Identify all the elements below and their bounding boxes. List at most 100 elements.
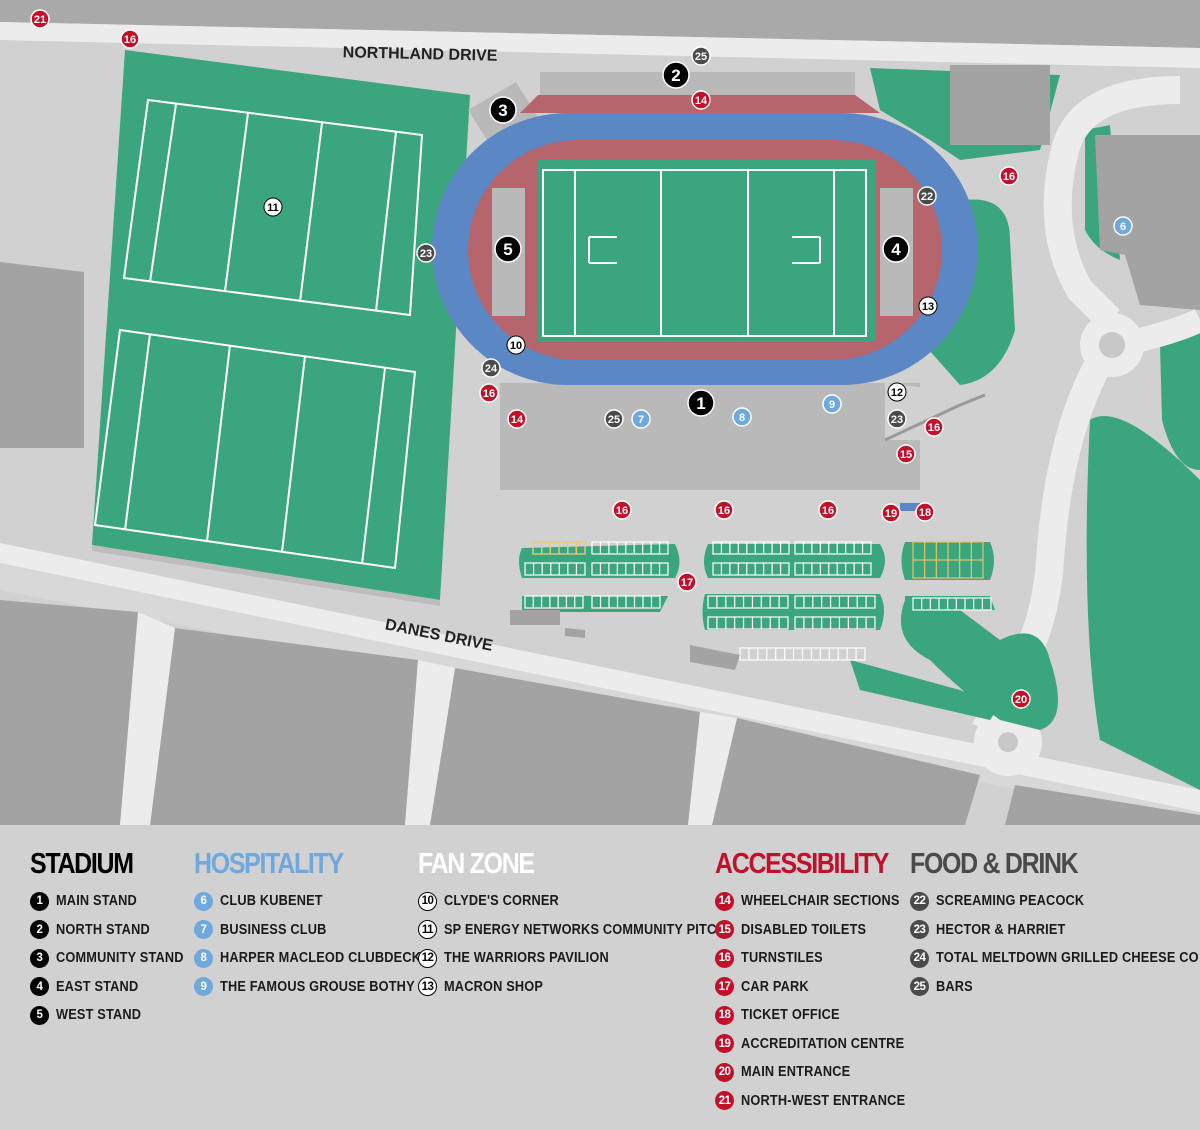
community-pitch-grass[interactable]	[92, 50, 470, 600]
legend-item-label: CLYDE'S CORNER	[444, 893, 559, 910]
wheelchair-section-north-marker[interactable]: 14	[691, 90, 711, 110]
business-club-marker[interactable]: 7	[631, 409, 651, 429]
warriors-pavilion-marker-circle	[887, 382, 907, 402]
accreditation-centre-marker[interactable]: 19	[881, 503, 901, 523]
east-stand-marker[interactable]: 4	[882, 235, 910, 263]
north-stand-marker-circle	[662, 61, 690, 89]
harper-macleod-clubdeck-marker-circle	[732, 407, 752, 427]
turnstile-marker[interactable]: 16	[999, 166, 1019, 186]
community-pitch-lower-lines	[93, 328, 417, 570]
community-pitch-marker-number: 11	[267, 202, 279, 214]
legend-item-label: CAR PARK	[741, 978, 809, 995]
hector-harriet-marker[interactable]: 23	[416, 243, 436, 263]
legend-number-badge: 15	[715, 920, 734, 940]
car-park-marker[interactable]: 17	[677, 572, 697, 592]
legend-number-badge: 25	[910, 977, 929, 997]
hector-harriet-marker[interactable]: 23	[887, 409, 907, 429]
community-pitch-marker[interactable]: 11	[263, 197, 283, 217]
macron-shop-marker-number: 13	[922, 301, 934, 313]
north-east-building	[950, 65, 1050, 145]
community-pitch-upper-lines	[122, 98, 424, 317]
turnstile-marker[interactable]: 16	[479, 383, 499, 403]
turnstile-marker-circle	[818, 500, 838, 520]
turnstile-marker[interactable]: 16	[818, 500, 838, 520]
bar-marker[interactable]: 25	[604, 409, 624, 429]
clydes-corner-marker-number: 10	[510, 340, 522, 352]
legend-number-badge: 14	[715, 891, 734, 911]
club-kubenet-marker[interactable]: 6	[1113, 216, 1133, 236]
main-stand-marker[interactable]: 1	[687, 389, 715, 417]
grilled-cheese-marker[interactable]: 24	[481, 358, 501, 378]
north-west-entrance-marker[interactable]: 21	[30, 9, 50, 29]
west-stand-marker[interactable]: 5	[494, 235, 522, 263]
screaming-peacock-marker[interactable]: 22	[917, 186, 937, 206]
side-street-3	[688, 712, 737, 825]
north-stand-marker[interactable]: 2	[662, 61, 690, 89]
warriors-pavilion-marker[interactable]: 12	[887, 382, 907, 402]
bar-marker[interactable]: 25	[691, 46, 711, 66]
turnstile-marker-circle	[999, 166, 1019, 186]
clydes-corner-marker-circle	[506, 335, 526, 355]
grilled-cheese-marker-circle	[481, 358, 501, 378]
famous-grouse-bothy-marker[interactable]: 9	[822, 394, 842, 414]
car-park[interactable]	[510, 541, 1015, 692]
legend-number-badge: 20	[715, 1062, 734, 1082]
legend-item-label: SCREAMING PEACOCK	[936, 893, 1085, 910]
community-stand-marker[interactable]: 3	[489, 96, 517, 124]
northland-drive-road[interactable]	[0, 22, 1200, 68]
turnstile-marker[interactable]: 16	[924, 417, 944, 437]
wheelchair-section-main-marker-circle	[507, 409, 527, 429]
harper-macleod-clubdeck-marker[interactable]: 8	[732, 407, 752, 427]
turnstile-marker-circle	[924, 417, 944, 437]
block-a	[0, 600, 138, 825]
legend-item-label: TICKET OFFICE	[741, 1007, 840, 1024]
danes-drive-road[interactable]	[0, 543, 1200, 812]
turnstile-marker[interactable]: 16	[714, 500, 734, 520]
clydes-corner-marker[interactable]: 10	[506, 335, 526, 355]
far-east-green-2	[1160, 330, 1200, 470]
north-west-entrance-marker-number: 21	[34, 14, 46, 26]
legend-hospitality-title: HOSPITALITY	[194, 848, 344, 880]
wheelchair-section-north-marker-number: 14	[695, 95, 708, 107]
ticket-office-marker[interactable]: 18	[915, 502, 935, 522]
hector-harriet-marker-circle	[416, 243, 436, 263]
business-club-marker-number: 7	[638, 414, 644, 426]
disabled-toilets-marker[interactable]: 15	[896, 444, 916, 464]
north-west-entrance-marker-circle	[30, 9, 50, 29]
turnstile-marker[interactable]: 16	[120, 29, 140, 49]
main-stand-building[interactable]	[500, 383, 920, 490]
turnstile-marker[interactable]: 16	[612, 500, 632, 520]
business-club-marker-circle	[631, 409, 651, 429]
macron-shop-marker[interactable]: 13	[918, 296, 938, 316]
wheelchair-section-main-marker[interactable]: 14	[507, 409, 527, 429]
legend-stadium-title: STADIUM	[30, 848, 134, 880]
main-entrance-marker[interactable]: 20	[1011, 689, 1031, 709]
legend-accessibility-title: ACCESSIBILITY	[715, 848, 889, 880]
